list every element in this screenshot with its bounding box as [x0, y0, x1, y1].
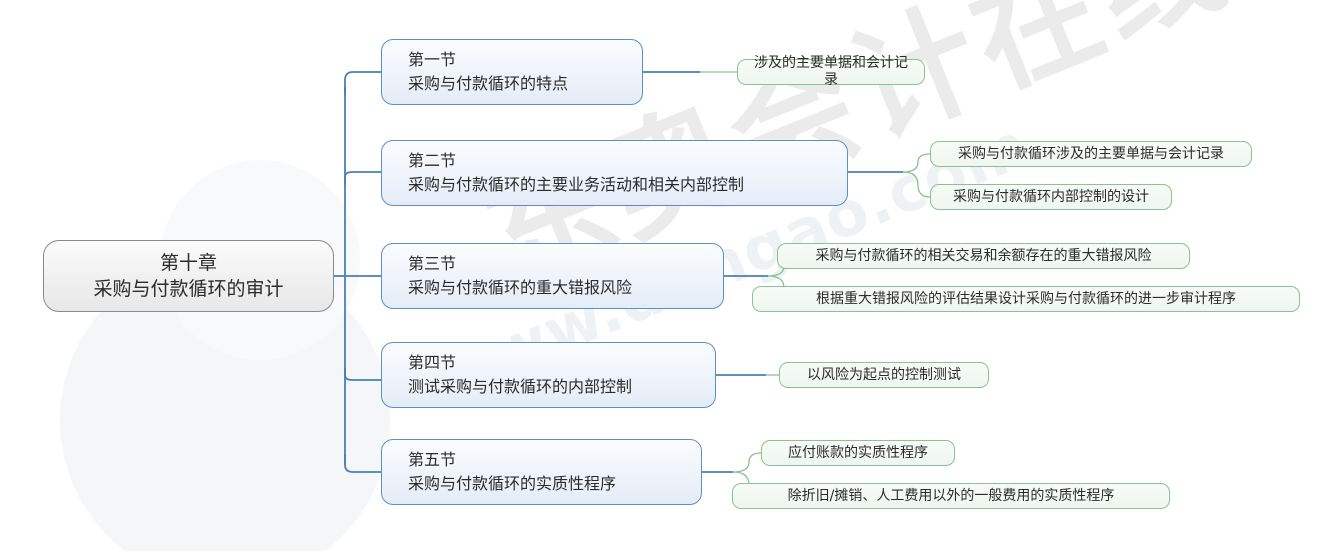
leaf-4-1-label: 以风险为起点的控制测试 — [807, 366, 961, 383]
leaf-3-1-label: 采购与付款循环的相关交易和余额存在的重大错报风险 — [815, 247, 1152, 264]
section-node-4[interactable]: 第四节 测试采购与付款循环的内部控制 — [381, 342, 716, 408]
leaf-2-1-label: 采购与付款循环涉及的主要单据与会计记录 — [958, 145, 1224, 162]
link-to-section-4 — [344, 368, 381, 381]
leaf-1-1-label: 涉及的主要单据和会计记录 — [754, 55, 908, 88]
section-2-number: 第二节 — [408, 151, 457, 170]
leaf-node-2-2[interactable]: 采购与付款循环内部控制的设计 — [930, 184, 1172, 210]
section-4-title: 测试采购与付款循环的内部控制 — [408, 377, 633, 396]
leaf-node-2-1[interactable]: 采购与付款循环涉及的主要单据与会计记录 — [930, 141, 1252, 167]
section-3-title: 采购与付款循环的重大错报风险 — [408, 278, 633, 297]
section-3-number: 第三节 — [408, 254, 457, 273]
section-node-2[interactable]: 第二节 采购与付款循环的主要业务活动和相关内部控制 — [381, 140, 848, 206]
root-node-line2: 采购与付款循环的审计 — [93, 278, 284, 300]
link-to-section-2 — [344, 171, 381, 185]
leaf-3-2-label: 根据重大错报风险的评估结果设计采购与付款循环的进一步审计程序 — [816, 290, 1236, 307]
link-leaf-2-2 — [902, 171, 931, 198]
section-node-1[interactable]: 第一节 采购与付款循环的特点 — [381, 39, 643, 105]
section-5-number: 第五节 — [408, 450, 457, 469]
root-node[interactable]: 第十章 采购与付款循环的审计 — [43, 240, 334, 312]
section-1-title: 采购与付款循环的特点 — [408, 74, 569, 93]
link-leaf-2-1 — [902, 153, 931, 173]
leaf-node-1-1[interactable]: 涉及的主要单据和会计记录 — [737, 55, 925, 88]
link-to-section-5 — [344, 455, 381, 473]
leaf-2-2-label: 采购与付款循环内部控制的设计 — [953, 188, 1149, 205]
section-node-5[interactable]: 第五节 采购与付款循环的实质性程序 — [381, 439, 702, 505]
leaf-node-3-2[interactable]: 根据重大错报风险的评估结果设计采购与付款循环的进一步审计程序 — [752, 286, 1300, 312]
section-node-3[interactable]: 第三节 采购与付款循环的重大错报风险 — [381, 243, 724, 309]
section-4-number: 第四节 — [408, 353, 457, 372]
link-leaf-5-1 — [732, 452, 762, 473]
section-2-title: 采购与付款循环的主要业务活动和相关内部控制 — [408, 175, 745, 194]
link-to-section-1 — [344, 71, 381, 95]
section-5-title: 采购与付款循环的实质性程序 — [408, 474, 617, 493]
leaf-node-5-1[interactable]: 应付账款的实质性程序 — [761, 440, 955, 466]
leaf-5-1-label: 应付账款的实质性程序 — [788, 444, 928, 461]
leaf-node-5-2[interactable]: 除折旧/摊销、人工费用以外的一般费用的实质性程序 — [732, 483, 1170, 509]
section-1-number: 第一节 — [408, 50, 457, 69]
leaf-node-4-1[interactable]: 以风险为起点的控制测试 — [779, 362, 989, 388]
root-node-line1: 第十章 — [159, 251, 217, 274]
leaf-node-3-1[interactable]: 采购与付款循环的相关交易和余额存在的重大错报风险 — [777, 243, 1190, 269]
leaf-5-2-label: 除折旧/摊销、人工费用以外的一般费用的实质性程序 — [787, 487, 1115, 504]
